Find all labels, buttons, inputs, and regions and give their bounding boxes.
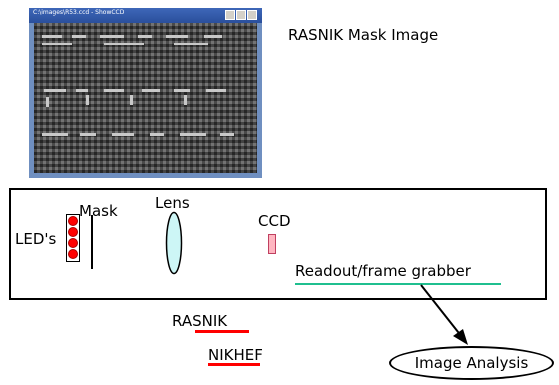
- mask-code-bar: [130, 95, 133, 105]
- rasnik-underline: [195, 330, 249, 333]
- nikhef-underline: [208, 363, 260, 366]
- mask-code-bar: [80, 133, 96, 136]
- mask-code-bar: [206, 89, 226, 92]
- mask-code-bar: [42, 35, 62, 38]
- mask-code-bar: [104, 89, 124, 92]
- mask-code-bar: [142, 89, 160, 92]
- mask-code-bar: [174, 89, 190, 92]
- close-icon: [247, 10, 257, 20]
- nikhef-label: NIKHEF: [208, 346, 263, 364]
- lens-label: Lens: [155, 194, 190, 212]
- mask-code-bar: [44, 89, 66, 92]
- mask-code-bar: [166, 35, 188, 38]
- image-analysis-node: Image Analysis: [389, 346, 554, 380]
- image-analysis-label: Image Analysis: [414, 354, 529, 372]
- led-holder: [66, 214, 80, 262]
- mask-code-bar: [180, 133, 206, 136]
- mask-code-bar: [104, 43, 144, 45]
- mask-code-bar: [46, 97, 49, 107]
- led-icon: [68, 216, 78, 226]
- rasnik-label: RASNIK: [172, 312, 228, 330]
- readout-underline: [295, 283, 501, 285]
- led-icon: [68, 238, 78, 248]
- mask-code-bar: [112, 133, 134, 136]
- mask-image-caption: RASNIK Mask Image: [288, 26, 439, 44]
- ccd-sensor: [268, 234, 276, 254]
- rasnik-mask-screenshot: C:\images\R53.ccd - ShowCCD: [29, 8, 262, 178]
- mask-code-bar: [204, 35, 222, 38]
- window-title: C:\images\R53.ccd - ShowCCD: [33, 9, 125, 16]
- minimize-icon: [225, 10, 235, 20]
- mask-code-bar: [42, 43, 72, 45]
- mask-code-bar: [220, 133, 234, 136]
- mask-label: Mask: [79, 202, 118, 220]
- window-title-bar: C:\images\R53.ccd - ShowCCD: [29, 8, 262, 23]
- led-icon: [68, 227, 78, 237]
- mask-code-bar: [42, 133, 68, 136]
- mask-code-bar: [100, 35, 124, 38]
- mask-code-bar: [138, 35, 152, 38]
- leds-label: LED's: [15, 230, 57, 248]
- rasnik-setup-frame: [9, 188, 547, 300]
- lens-icon: [165, 211, 183, 275]
- led-icon: [68, 249, 78, 259]
- ccd-label: CCD: [258, 212, 291, 230]
- mask-code-bar: [72, 35, 86, 38]
- readout-label: Readout/frame grabber: [295, 262, 471, 280]
- mask-code-bar: [184, 95, 187, 105]
- mask-code-bar: [150, 133, 164, 136]
- mask-code-bar: [76, 89, 88, 92]
- mask-image-canvas: [34, 23, 257, 173]
- maximize-icon: [236, 10, 246, 20]
- mask-plate: [91, 215, 93, 269]
- mask-code-bar: [86, 95, 89, 105]
- mask-code-bar: [174, 43, 208, 45]
